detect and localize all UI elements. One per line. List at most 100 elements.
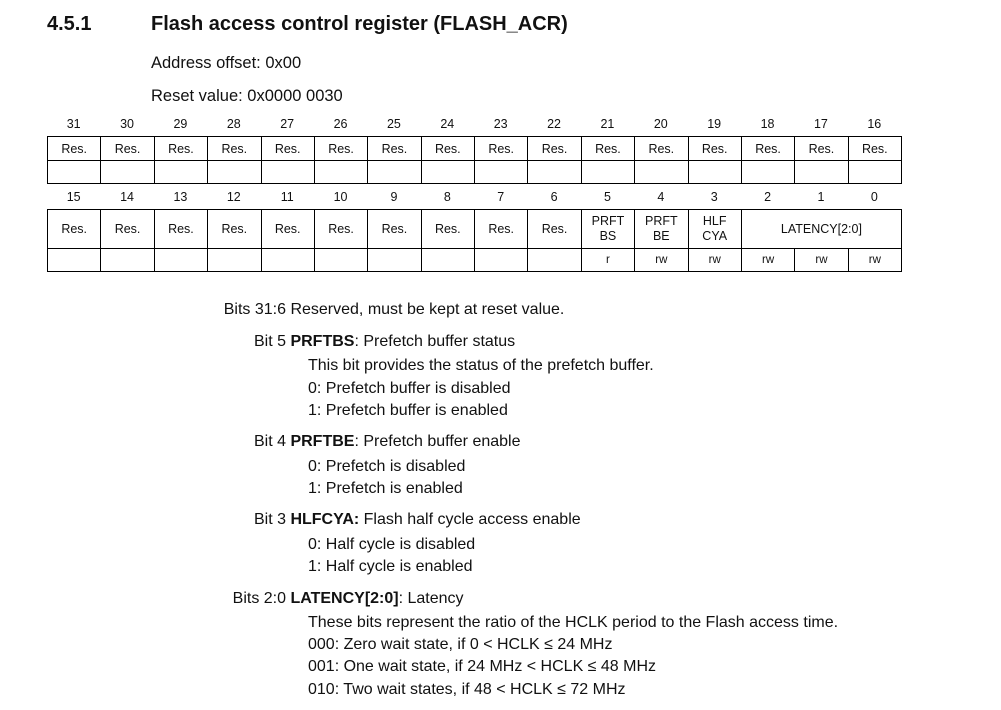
field-prftbe-line2: BE bbox=[652, 229, 670, 243]
access-cell bbox=[313, 248, 369, 272]
bit-number: 15 bbox=[66, 190, 81, 204]
field-reserved: Res. bbox=[420, 136, 476, 161]
access-cell: rw bbox=[794, 248, 849, 272]
field-reserved: Res. bbox=[46, 209, 102, 249]
description-line: This bit provides the status of the pref… bbox=[308, 357, 654, 374]
bit-numbers-high: 31 30 29 28 27 26 25 24 23 22 21 20 19 1… bbox=[47, 117, 901, 131]
field-title: Flash half cycle access enable bbox=[359, 511, 581, 528]
description-line: These bits represent the ratio of the HC… bbox=[308, 614, 839, 631]
bit-number: 1 bbox=[817, 190, 825, 204]
bit-numbers-low: 15 14 13 12 11 10 9 8 7 6 5 4 3 2 1 0 bbox=[47, 190, 901, 204]
field-hlfcya: HLF CYA bbox=[687, 209, 742, 249]
access-cell: rw bbox=[634, 248, 689, 272]
bit-number: 19 bbox=[707, 117, 722, 131]
access-cell: rw bbox=[687, 248, 742, 272]
field-title: : Latency bbox=[398, 590, 464, 607]
access-cell bbox=[100, 248, 155, 272]
field-name: LATENCY[2:0] bbox=[290, 590, 399, 607]
section-title: Flash access control register (FLASH_ACR… bbox=[151, 13, 568, 35]
field-reserved: Res. bbox=[527, 136, 582, 161]
access-cell bbox=[580, 160, 636, 184]
field-reserved: Res. bbox=[153, 209, 209, 249]
latency-heading: Bits 2:0 LATENCY[2:0]: Latency bbox=[200, 590, 464, 608]
bit-number: 4 bbox=[657, 190, 665, 204]
bit-number: 17 bbox=[813, 117, 828, 131]
field-reserved: Res. bbox=[740, 136, 796, 161]
access-cell bbox=[260, 160, 315, 184]
field-reserved: Res. bbox=[100, 209, 155, 249]
bit-number: 22 bbox=[547, 117, 562, 131]
field-reserved: Res. bbox=[313, 209, 369, 249]
field-reserved: Res. bbox=[207, 136, 262, 161]
field-reserved: Res. bbox=[473, 136, 529, 161]
bits-label: Bit 4 bbox=[253, 433, 286, 450]
field-reserved: Res. bbox=[153, 136, 209, 161]
prftbe-heading: Bit 4 PRFTBE: Prefetch buffer enable bbox=[200, 433, 521, 451]
access-cell bbox=[260, 248, 315, 272]
bit-number: 6 bbox=[550, 190, 558, 204]
access-cell bbox=[46, 248, 102, 272]
access-cell: rw bbox=[740, 248, 796, 272]
field-reserved: Res. bbox=[847, 136, 903, 161]
address-offset: Address offset: 0x00 bbox=[151, 54, 302, 72]
description-line: 0: Half cycle is disabled bbox=[308, 536, 476, 553]
reserved-description: Bits 31:6 Reserved, must be kept at rese… bbox=[200, 301, 565, 319]
description-line: 1: Prefetch is enabled bbox=[308, 480, 463, 497]
field-reserved: Res. bbox=[420, 209, 476, 249]
register-table-high: Res. Res. Res. Res. Res. Res. Res. Res. … bbox=[46, 136, 903, 184]
access-cell bbox=[473, 160, 529, 184]
prftbs-heading: Bit 5 PRFTBS: Prefetch buffer status bbox=[200, 333, 515, 351]
field-hlfcya-line1: HLF bbox=[702, 214, 727, 228]
bit-number: 26 bbox=[333, 117, 348, 131]
bit-number: 31 bbox=[66, 117, 81, 131]
access-cell bbox=[687, 160, 742, 184]
bit-number: 3 bbox=[710, 190, 718, 204]
bit-number: 29 bbox=[173, 117, 188, 131]
bit-number: 2 bbox=[764, 190, 772, 204]
bit-number: 5 bbox=[603, 190, 611, 204]
bit-number: 24 bbox=[440, 117, 455, 131]
description-line: 001: One wait state, if 24 MHz < HCLK ≤ … bbox=[308, 658, 657, 675]
description-line: 0: Prefetch buffer is disabled bbox=[308, 380, 511, 397]
bit-number: 28 bbox=[226, 117, 241, 131]
field-reserved: Res. bbox=[794, 136, 849, 161]
bits-label: Bits 31:6 bbox=[223, 301, 286, 318]
field-hlfcya-line2: CYA bbox=[702, 229, 728, 243]
access-cell bbox=[207, 160, 262, 184]
field-prftbe: PRFT BE bbox=[634, 209, 689, 249]
bit-number: 8 bbox=[443, 190, 451, 204]
bit-number: 21 bbox=[600, 117, 615, 131]
field-name: HLFCYA: bbox=[290, 511, 360, 528]
field-prftbs-line1: PRFT bbox=[591, 214, 625, 228]
description-line: 1: Prefetch buffer is enabled bbox=[308, 402, 508, 419]
bit-number: 0 bbox=[870, 190, 878, 204]
access-cell bbox=[367, 248, 422, 272]
bits-label: Bits 2:0 bbox=[232, 590, 286, 607]
field-prftbs-line2: BS bbox=[599, 229, 617, 243]
field-reserved: Res. bbox=[367, 136, 422, 161]
bit-number: 14 bbox=[120, 190, 135, 204]
field-latency: LATENCY[2:0] bbox=[740, 209, 903, 249]
field-reserved: Res. bbox=[634, 136, 689, 161]
bits-label: Bit 3 bbox=[253, 511, 286, 528]
access-cell bbox=[46, 160, 102, 184]
bit-number: 25 bbox=[386, 117, 401, 131]
access-cell bbox=[367, 160, 422, 184]
access-cell bbox=[313, 160, 369, 184]
field-reserved: Res. bbox=[313, 136, 369, 161]
access-cell bbox=[207, 248, 262, 272]
access-cell: rw bbox=[847, 248, 903, 272]
field-reserved: Res. bbox=[473, 209, 529, 249]
access-cell bbox=[420, 248, 476, 272]
field-prftbe-line1: PRFT bbox=[644, 214, 678, 228]
bit-number: 10 bbox=[333, 190, 348, 204]
field-reserved: Res. bbox=[260, 136, 315, 161]
reset-value: Reset value: 0x0000 0030 bbox=[151, 87, 343, 105]
access-cell bbox=[100, 160, 155, 184]
field-reserved: Res. bbox=[367, 209, 422, 249]
bit-number: 11 bbox=[280, 190, 294, 204]
access-cell bbox=[740, 160, 796, 184]
field-reserved: Res. bbox=[527, 209, 582, 249]
field-reserved: Res. bbox=[260, 209, 315, 249]
field-title: : Prefetch buffer enable bbox=[354, 433, 521, 450]
